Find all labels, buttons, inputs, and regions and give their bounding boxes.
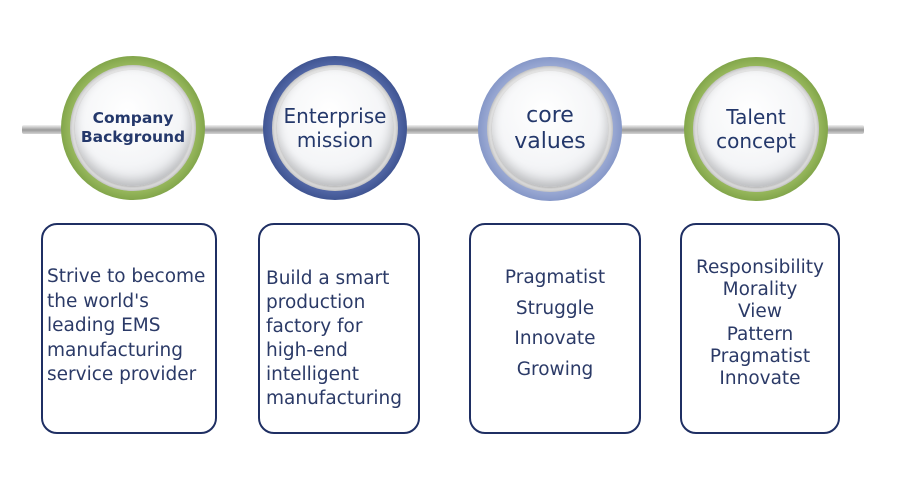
description-line: high-end — [266, 340, 348, 362]
description-line: manufacturing — [47, 339, 184, 361]
description-line: the world's — [47, 290, 149, 312]
description-box-enterprise-mission: Build a smart production factory for hig… — [258, 223, 420, 434]
connector-rail — [22, 125, 864, 134]
circle-title-line: values — [514, 129, 586, 154]
description-line: Pattern — [726, 323, 794, 345]
circle-title-line: concept — [716, 129, 796, 153]
description-line: leading EMS — [47, 315, 161, 337]
description-line: factory for — [266, 316, 363, 338]
description-line: Responsibility — [696, 257, 824, 278]
circle-face: core values — [492, 71, 608, 187]
circle-face: Enterprise mission — [277, 70, 393, 186]
description-box-talent-concept: Responsibility Morality View Pattern Pra… — [680, 223, 840, 434]
description-line: service provider — [47, 364, 197, 386]
description-line: production — [266, 292, 366, 314]
circle-title-line: Company — [92, 109, 174, 128]
description-line: intelligent — [266, 364, 360, 386]
description-line: Build a smart — [266, 268, 390, 289]
circle-title-line: mission — [296, 128, 374, 152]
circle-talent-concept: Talent concept — [684, 57, 828, 201]
description-box-core-values: Pragmatist Struggle Innovate Growing — [469, 223, 641, 434]
circle-face: Company Background — [75, 70, 191, 186]
description-line: Pragmatist — [709, 345, 811, 367]
circle-company-background: Company Background — [61, 56, 205, 200]
description-box-company-background: Strive to become the world's leading EMS… — [41, 223, 217, 434]
description-line: Innovate — [719, 367, 801, 389]
description-line: Strive to become — [47, 266, 206, 287]
circle-face: Talent concept — [698, 71, 814, 187]
description-line: View — [738, 301, 782, 323]
description-line: Struggle — [515, 297, 595, 319]
circle-title-line: Talent — [726, 105, 786, 129]
circle-title-line: Enterprise — [283, 104, 387, 128]
description-line: manufacturing — [266, 388, 403, 410]
circle-enterprise-mission: Enterprise mission — [263, 56, 407, 200]
circle-core-values: core values — [478, 57, 622, 201]
description-line: Morality — [722, 279, 798, 301]
description-line: Innovate — [514, 328, 596, 350]
circle-title-line: core — [526, 102, 574, 128]
circle-title-line: Background — [80, 128, 186, 146]
description-line: Growing — [516, 358, 594, 380]
description-line: Pragmatist — [504, 267, 606, 288]
